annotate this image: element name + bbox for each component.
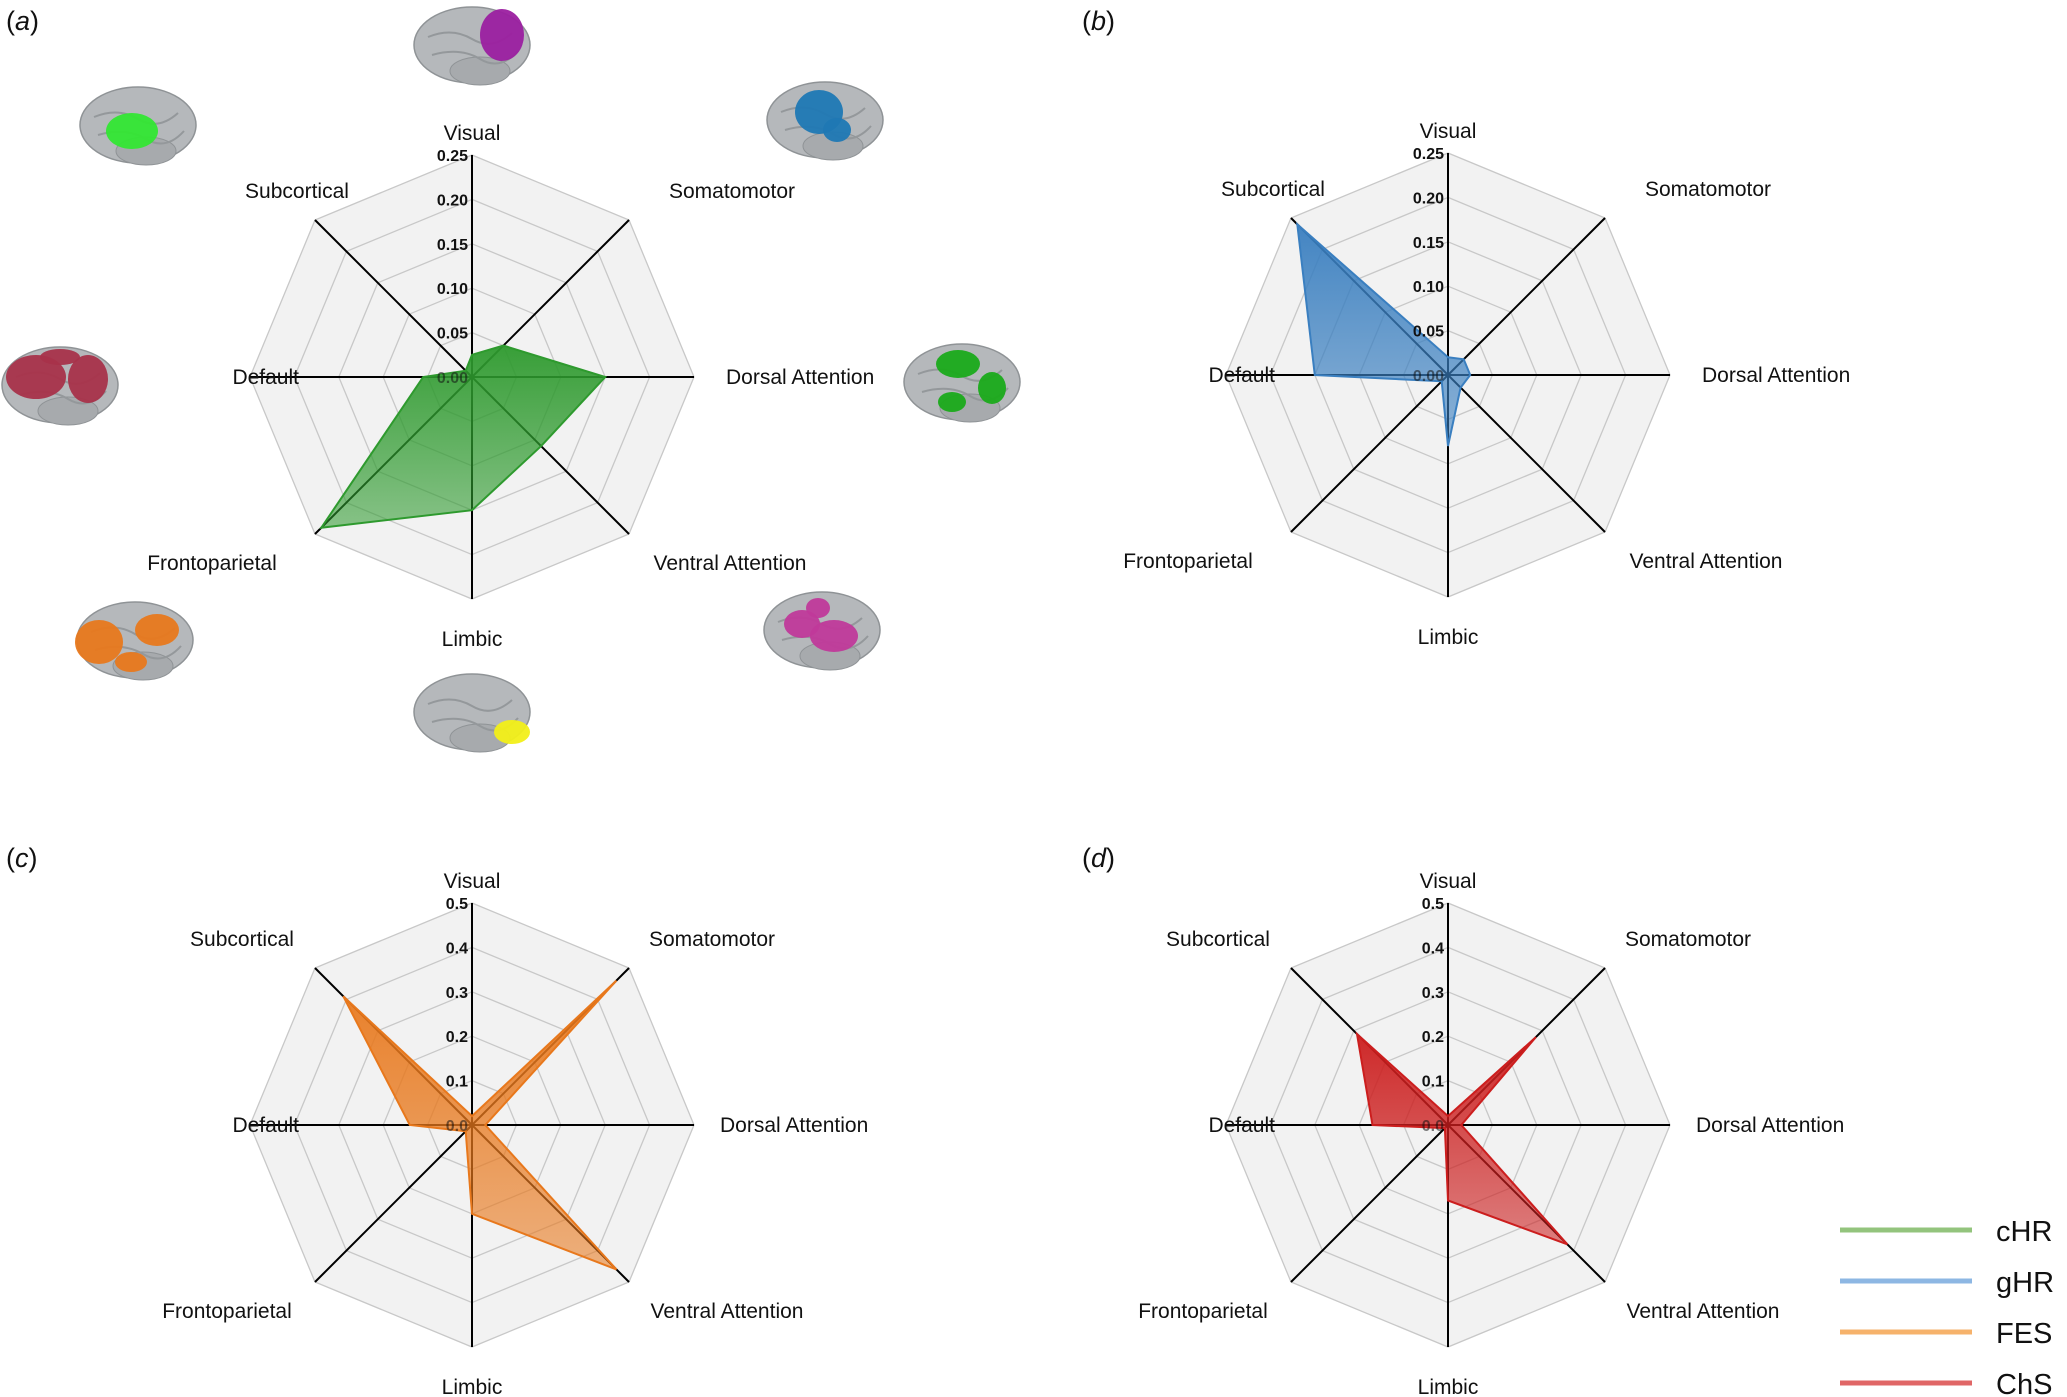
axis-label-default: Default	[232, 1114, 299, 1137]
brain-icon-visual	[413, 6, 531, 86]
axis-spoke-ventral-attention	[1447, 374, 1606, 533]
tick-label: 0.00	[1413, 368, 1444, 385]
axis-label-somatomotor: Somatomotor	[649, 928, 775, 951]
legend-label: FES	[1996, 1318, 2052, 1350]
brain-icons	[1, 6, 1021, 753]
tick-label: 0.3	[446, 985, 468, 1002]
tick-label: 0.5	[1422, 896, 1444, 913]
axis-label-subcortical: Subcortical	[1221, 178, 1325, 201]
brain-icon-limbic	[413, 673, 531, 753]
axis-spoke-frontoparietal	[1290, 1124, 1449, 1283]
axis-label-limbic: Limbic	[1418, 626, 1479, 649]
axis-label-subcortical: Subcortical	[245, 180, 349, 203]
legend-item-ghr: gHR	[1840, 1267, 2054, 1299]
panel-letter: (b)	[1082, 6, 1115, 36]
tick-label: 0.25	[437, 148, 468, 165]
axis-label-frontoparietal: Frontoparietal	[1123, 550, 1253, 573]
axis-label-frontoparietal: Frontoparietal	[162, 1300, 292, 1323]
axis-spoke-subcortical	[314, 219, 473, 378]
tick-label: 0.00	[437, 370, 468, 387]
tick-label: 0.20	[1413, 190, 1444, 207]
radar-panel-b: (b) 0.00 0.05 0.10 0.15 0.20 0.25 VisualSomatom…	[1082, 6, 1850, 649]
legend-label: gHR	[1996, 1267, 2054, 1299]
axis-label-visual: Visual	[1420, 120, 1477, 143]
tick-label: 0.4	[1422, 940, 1444, 957]
axis-label-limbic: Limbic	[442, 1376, 503, 1397]
axis-label-somatomotor: Somatomotor	[669, 180, 795, 203]
tick-label: 0.10	[437, 281, 468, 298]
radar-panel-c: (c) 0.0 0.1 0.2 0.3 0.4 0.5 VisualSomatomotorDo…	[6, 843, 868, 1397]
axis-label-ventral-attention: Ventral Attention	[1630, 550, 1783, 573]
axis-label-dorsal-attention: Dorsal Attention	[720, 1114, 868, 1137]
axis-label-default: Default	[1208, 364, 1275, 387]
panel-letter: (c)	[6, 843, 38, 873]
brain-icon-dorsal-attention	[903, 343, 1021, 423]
tick-label: 0.15	[1413, 235, 1444, 252]
axis-label-subcortical: Subcortical	[190, 928, 294, 951]
axis-spoke-somatomotor	[1447, 217, 1606, 376]
axis-label-limbic: Limbic	[442, 628, 503, 651]
tick-label: 0.1	[446, 1074, 468, 1091]
axis-label-limbic: Limbic	[1418, 1376, 1479, 1397]
tick-label: 0.05	[437, 326, 468, 343]
tick-label: 0.05	[1413, 324, 1444, 341]
tick-label: 0.2	[446, 1029, 468, 1046]
legend-item-fes: FES	[1840, 1318, 2052, 1350]
axis-label-default: Default	[1208, 1114, 1275, 1137]
tick-label: 0.4	[446, 940, 468, 957]
tick-label: 0.2	[1422, 1029, 1444, 1046]
tick-label: 0.20	[437, 192, 468, 209]
brain-icon-ventral-attention	[763, 591, 881, 671]
axis-label-visual: Visual	[1420, 870, 1477, 893]
panel-letter: (d)	[1082, 843, 1115, 873]
axis-label-default: Default	[232, 366, 299, 389]
tick-label: 0.0	[446, 1118, 468, 1135]
tick-label: 0.25	[1413, 146, 1444, 163]
panel-letter: (a)	[6, 6, 39, 36]
tick-label: 0.15	[437, 237, 468, 254]
legend-label: ChS	[1996, 1369, 2052, 1397]
legend-item-chs: ChS	[1840, 1369, 2052, 1397]
axis-spoke-frontoparietal	[1290, 374, 1449, 533]
legend: cHR gHR FES ChS	[1840, 1216, 2054, 1397]
axis-label-frontoparietal: Frontoparietal	[147, 552, 277, 575]
axis-label-dorsal-attention: Dorsal Attention	[726, 366, 874, 389]
axis-label-somatomotor: Somatomotor	[1625, 928, 1751, 951]
radar-panel-d: (d) 0.0 0.1 0.2 0.3 0.4 0.5 VisualSomatomotorDo…	[1082, 843, 1844, 1397]
axis-label-visual: Visual	[444, 870, 501, 893]
axis-label-frontoparietal: Frontoparietal	[1138, 1300, 1268, 1323]
brain-icon-subcortical	[79, 86, 197, 166]
axis-label-ventral-attention: Ventral Attention	[654, 552, 807, 575]
tick-label: 0.1	[1422, 1074, 1444, 1091]
axis-label-subcortical: Subcortical	[1166, 928, 1270, 951]
tick-label: 0.3	[1422, 985, 1444, 1002]
axis-label-ventral-attention: Ventral Attention	[1627, 1300, 1780, 1323]
axis-label-dorsal-attention: Dorsal Attention	[1702, 364, 1850, 387]
tick-label: 0.5	[446, 896, 468, 913]
brain-icon-somatomotor	[766, 81, 884, 161]
brain-icon-frontoparietal	[75, 601, 194, 681]
axis-spoke-frontoparietal	[314, 1124, 473, 1283]
tick-label: 0.0	[1422, 1118, 1444, 1135]
legend-label: cHR	[1996, 1216, 2052, 1248]
tick-label: 0.10	[1413, 279, 1444, 296]
axis-label-dorsal-attention: Dorsal Attention	[1696, 1114, 1844, 1137]
legend-item-chr: cHR	[1840, 1216, 2052, 1248]
axis-label-somatomotor: Somatomotor	[1645, 178, 1771, 201]
radar-panel-a: (a) 0.00 0.05 0.10 0.15 0.20 0.25 VisualSomatom…	[6, 6, 874, 651]
axis-label-visual: Visual	[444, 122, 501, 145]
axis-label-ventral-attention: Ventral Attention	[651, 1300, 804, 1323]
brain-icon-default	[1, 346, 119, 426]
radar-panels: (a)0.000.050.100.150.200.25VisualSomatom…	[6, 6, 1850, 1397]
